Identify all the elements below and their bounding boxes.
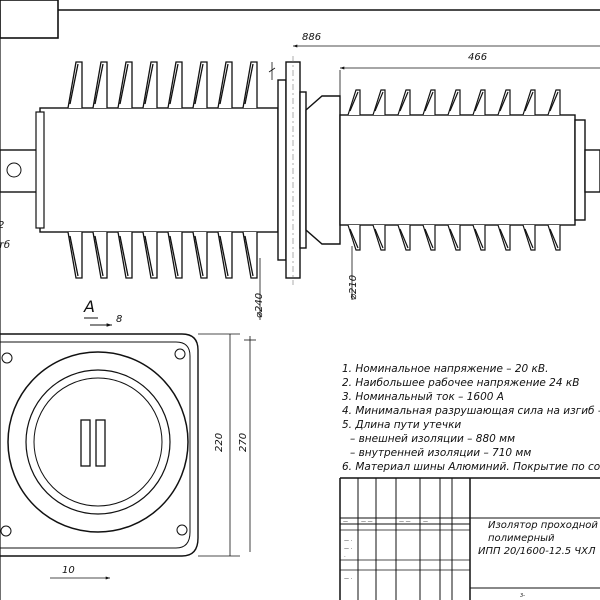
mounting-flange <box>277 56 307 285</box>
note-7: – внутренней изоляции – 710 мм <box>350 447 531 459</box>
left-shed-edge <box>119 63 129 105</box>
right-shed-edge <box>424 228 434 249</box>
left-shed-edge <box>69 235 79 277</box>
right-shed-edge <box>424 91 434 112</box>
right-shed-edge <box>524 228 534 249</box>
left-shed <box>142 61 158 279</box>
left-shed-edge <box>194 235 204 277</box>
front-view <box>0 333 199 557</box>
overall-length-dim: 886 <box>302 32 321 43</box>
title-line-3: ИПП 20/1600-12.5 ЧХЛ <box>478 546 596 557</box>
square-dimension-lines <box>198 333 256 557</box>
left-shed-edge <box>69 63 79 105</box>
left-terminal-hole <box>6 162 22 178</box>
outer-square-dim: 270 <box>238 433 249 452</box>
right-shed-edge <box>399 228 409 249</box>
left-shed <box>192 61 208 279</box>
right-shed-edge <box>474 228 484 249</box>
left-shed-edge <box>244 235 254 277</box>
svg-text:—: — <box>343 519 348 525</box>
right-shed-edge <box>549 91 559 112</box>
top-dimension-lines <box>293 44 600 96</box>
left-shed-edge <box>119 235 129 277</box>
right-shed-edge <box>549 228 559 249</box>
left-edge-text-2: тб <box>0 239 10 251</box>
title-block-grid <box>339 477 600 600</box>
left-shed-edge <box>94 63 104 105</box>
right-housing <box>305 95 586 245</box>
right-shed-edge <box>524 91 534 112</box>
right-shed-edge <box>449 91 459 112</box>
right-shed-edge <box>499 228 509 249</box>
left-shed <box>92 61 108 279</box>
note-1: 1. Номинальное напряжение – 20 кВ. <box>342 363 548 375</box>
bottom-offset-dim: 10 <box>62 565 75 576</box>
svg-text:— ·: — · <box>344 538 353 544</box>
right-section-length-dim: 466 <box>468 52 487 63</box>
note-2: 2. Наибольшее рабочее напряжение 24 кВ <box>342 377 579 389</box>
right-shed <box>497 89 511 251</box>
svg-text:— —: — — <box>399 519 411 525</box>
right-shed <box>522 89 536 251</box>
left-shed-edge <box>169 235 179 277</box>
flange-diameter-dim: ⌀240 <box>254 293 265 318</box>
right-shed-edge <box>449 228 459 249</box>
note-4: 4. Минимальная разрушающая сила на изгиб… <box>342 405 600 417</box>
right-shed <box>547 89 561 251</box>
left-shed-edge <box>144 235 154 277</box>
diameter-dimension-lines <box>259 62 353 320</box>
left-terminal-bar <box>0 149 41 193</box>
left-shed <box>217 61 233 279</box>
right-terminal-bar <box>584 149 600 193</box>
left-shed <box>117 61 133 279</box>
right-sheds <box>347 89 561 251</box>
left-edge-text-1: 2 <box>0 220 4 231</box>
right-shed-edge <box>349 91 359 112</box>
left-shed-edge <box>194 63 204 105</box>
right-shed-edge <box>474 91 484 112</box>
left-sheds <box>67 61 258 279</box>
title-block-small-marks: — — — — — — — · — · · — · <box>343 519 428 582</box>
left-shed-edge <box>169 63 179 105</box>
title-line-1: Изолятор проходной <box>488 520 598 531</box>
note-6: – внешней изоляции – 880 мм <box>350 433 515 445</box>
right-shed <box>422 89 436 251</box>
svg-text:·: · <box>344 554 346 560</box>
note-5: 5. Длина пути утечки <box>342 419 461 431</box>
svg-text:— ·: — · <box>344 576 353 582</box>
housing-diameter-dim: ⌀210 <box>348 275 359 300</box>
left-shed-edge <box>94 235 104 277</box>
svg-text:— ·: — · <box>344 546 353 552</box>
left-insulator-core <box>39 107 279 233</box>
right-shed-edge <box>399 91 409 112</box>
right-shed <box>347 89 361 251</box>
title-line-2: полимерный <box>488 533 555 544</box>
inner-square-dim: 220 <box>214 433 225 452</box>
view-arrow-note: 8 <box>116 314 122 325</box>
svg-text:—: — <box>423 519 428 525</box>
note-3: 3. Номинальный ток – 1600 А <box>342 391 504 403</box>
view-label: A <box>83 297 95 316</box>
left-core-end <box>35 111 45 229</box>
right-shed <box>397 89 411 251</box>
left-shed-edge <box>219 63 229 105</box>
sheet-mark: 3- <box>520 593 525 599</box>
note-8: 6. Материал шины Алюминий. Покрытие по с… <box>342 461 600 473</box>
left-shed <box>67 61 83 279</box>
right-shed-edge <box>349 228 359 249</box>
right-shed-edge <box>374 228 384 249</box>
left-shed <box>167 61 183 279</box>
svg-text:— —: — — <box>361 519 373 525</box>
left-shed-edge <box>219 235 229 277</box>
right-shed-edge <box>374 91 384 112</box>
left-shed <box>242 61 258 279</box>
right-shed <box>372 89 386 251</box>
right-shed <box>472 89 486 251</box>
left-shed-edge <box>144 63 154 105</box>
left-shed-edge <box>244 63 254 105</box>
right-shed-edge <box>499 91 509 112</box>
right-shed <box>447 89 461 251</box>
